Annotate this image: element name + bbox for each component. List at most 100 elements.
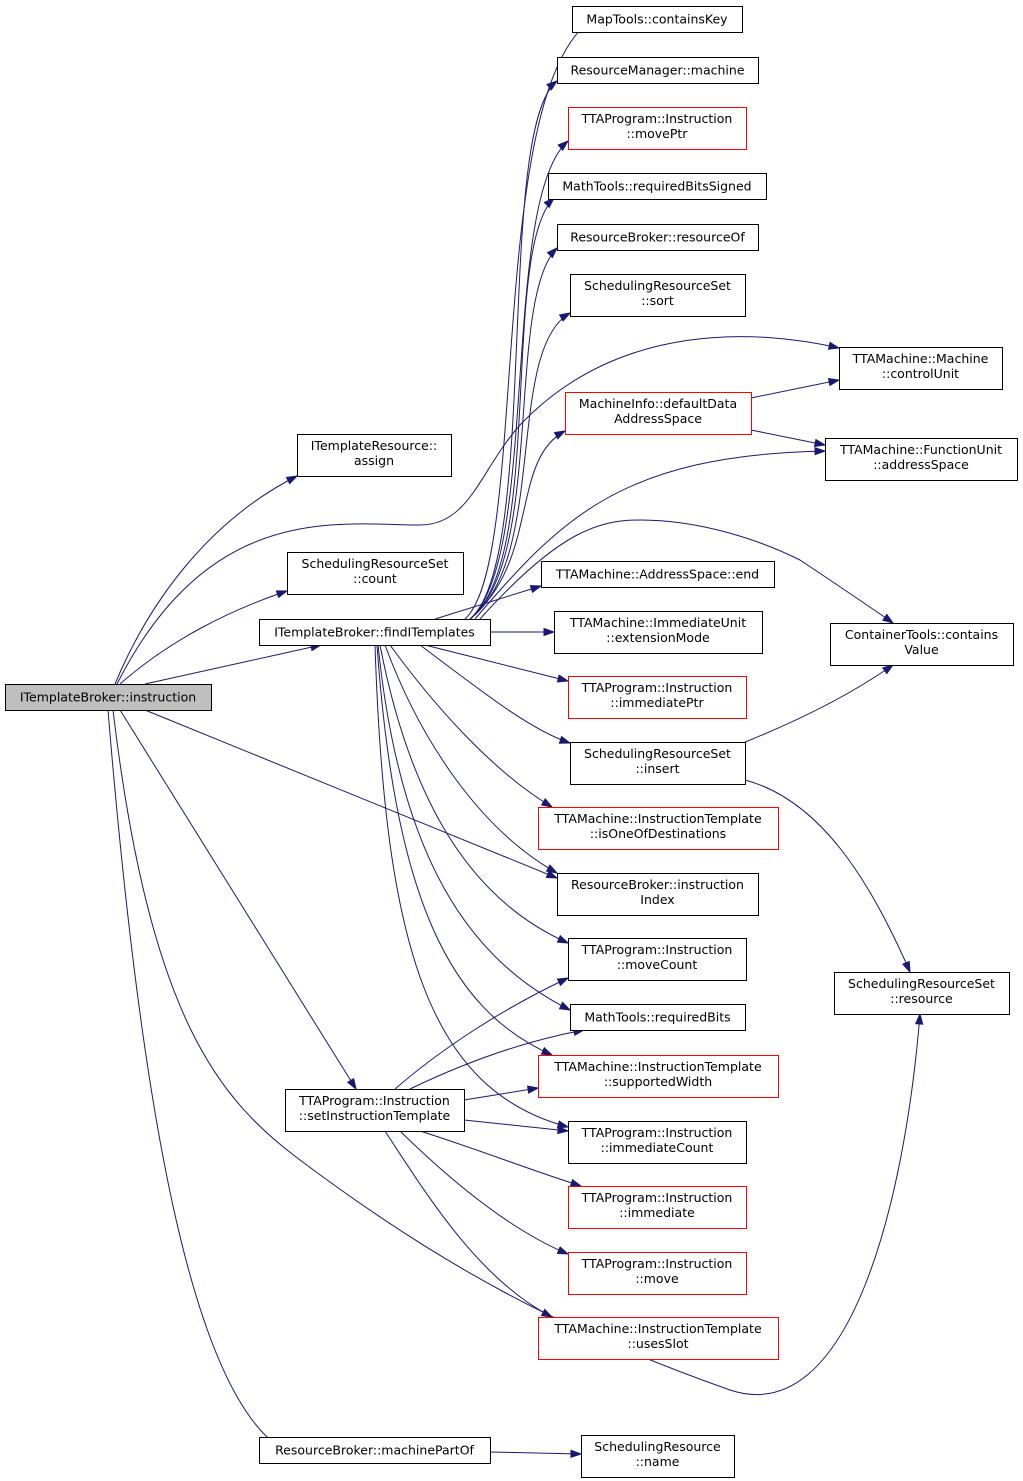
edge-line (114, 475, 298, 685)
arrowhead-icon (557, 140, 570, 152)
edge-line (469, 140, 569, 620)
node-box (581, 1435, 735, 1478)
node-label: assign (354, 453, 394, 468)
node-label: ContainerTools::contains (845, 627, 998, 642)
function-node[interactable]: TTAProgram::Instruction::setInstructionT… (285, 1089, 465, 1132)
function-node[interactable]: TTAMachine::Machine::controlUnit (839, 347, 1003, 390)
node-label: TTAProgram::Instruction (581, 111, 733, 126)
node-box (568, 1121, 747, 1164)
arrowhead-icon (543, 196, 556, 209)
call-edge (469, 196, 556, 620)
node-box (557, 224, 759, 251)
node-box (548, 173, 767, 200)
call-edge (119, 709, 357, 1091)
function-node[interactable]: ResourceBroker::resourceOf (557, 224, 759, 251)
function-node[interactable]: MapTools::containsKey (572, 6, 743, 33)
call-edge (376, 644, 554, 1056)
node-label: ::setInstructionTemplate (299, 1108, 451, 1123)
function-node[interactable]: SchedulingResourceSet::insert (570, 742, 746, 785)
node-label: ::supportedWidth (604, 1074, 712, 1089)
edge-line (389, 644, 553, 808)
node-label: ::move (635, 1271, 679, 1286)
arrowhead-icon (827, 341, 841, 350)
call-edge (389, 644, 554, 808)
call-edge (424, 644, 570, 683)
function-node[interactable]: ResourceBroker::machinePartOf (259, 1437, 491, 1464)
call-edge (399, 1130, 570, 1255)
function-node[interactable]: TTAMachine::InstructionTemplate::usesSlo… (538, 1317, 779, 1360)
arrowhead-icon (545, 870, 559, 879)
edge-line (744, 779, 911, 973)
function-node[interactable]: SchedulingResource::name (581, 1435, 735, 1478)
node-label: ITemplateBroker::findITemplates (274, 625, 475, 640)
function-node[interactable]: ITemplateBroker::findITemplates (259, 619, 491, 646)
arrowhead-icon (540, 1046, 554, 1056)
function-node[interactable]: TTAMachine::ImmediateUnit::extensionMode (554, 611, 763, 654)
function-node[interactable]: SchedulingResourceSet::count (287, 552, 464, 595)
node-box (557, 873, 759, 916)
edge-line (409, 1029, 585, 1090)
arrowhead-icon (901, 960, 911, 974)
arrowhead-icon (881, 613, 895, 624)
function-node[interactable]: TTAProgram::Instruction::movePtr (568, 107, 747, 150)
node-label: ::moveCount (617, 957, 698, 972)
edge-line (116, 336, 840, 685)
function-node[interactable]: TTAProgram::Instruction::immediate (568, 1186, 747, 1229)
edge-line (419, 1130, 582, 1187)
arrowhead-icon (557, 1125, 570, 1135)
call-edge (469, 140, 570, 620)
node-label: SchedulingResourceSet (302, 556, 449, 571)
arrowhead-icon (556, 1120, 570, 1129)
call-edge (469, 80, 559, 620)
call-edge (434, 585, 543, 620)
edge-line (112, 709, 921, 1396)
call-edge (419, 1130, 583, 1187)
edge-line (464, 20, 591, 620)
node-box (568, 938, 747, 981)
node-label: MapTools::containsKey (586, 12, 728, 27)
function-node[interactable]: MathTools::requiredBits (570, 1004, 746, 1031)
arrowhead-icon (814, 447, 827, 456)
edge-line (750, 429, 826, 446)
node-label: ResourceBroker::machinePartOf (275, 1443, 474, 1458)
call-edge (479, 519, 895, 624)
function-node[interactable]: ITemplateResource::assign (297, 434, 452, 477)
edge-line (384, 1130, 553, 1318)
function-node[interactable]: TTAProgram::Instruction::immediatePtr (568, 676, 747, 719)
function-node[interactable]: ITemplateBroker::instruction (5, 684, 212, 711)
node-label: ::sort (641, 293, 674, 308)
call-edges (107, 20, 924, 1458)
function-node[interactable]: TTAProgram::Instruction::move (568, 1252, 747, 1295)
edge-line (119, 709, 357, 1090)
call-edge (463, 1119, 570, 1135)
function-node[interactable]: TTAMachine::InstructionTemplate::isOneOf… (538, 807, 779, 850)
edge-line (376, 644, 553, 1056)
function-node[interactable]: SchedulingResourceSet::resource (834, 972, 1010, 1015)
function-node[interactable]: TTAMachine::InstructionTemplate::support… (538, 1055, 779, 1098)
node-label: ITemplateResource:: (311, 438, 437, 453)
node-label: ::immediate (619, 1205, 695, 1220)
node-label: SchedulingResourceSet (584, 746, 731, 761)
edge-line (463, 1087, 539, 1101)
node-label: Value (904, 642, 939, 657)
edge-line (144, 709, 558, 879)
function-node[interactable]: ResourceManager::machine (557, 57, 759, 84)
edge-line (463, 1119, 569, 1132)
function-node[interactable]: SchedulingResourceSet::sort (570, 274, 746, 317)
function-node[interactable]: MathTools::requiredBitsSigned (548, 173, 767, 200)
edge-line (469, 247, 558, 620)
function-nodes: ITemplateBroker::instruction ITemplateRes… (5, 6, 1018, 1478)
call-edge (490, 627, 556, 637)
call-edge (384, 1130, 554, 1318)
function-node[interactable]: TTAMachine::FunctionUnit::addressSpace (825, 438, 1018, 481)
function-node[interactable]: TTAProgram::Instruction::moveCount (568, 938, 747, 981)
node-box (297, 434, 452, 477)
function-node[interactable]: TTAMachine::AddressSpace::end (541, 561, 775, 588)
edge-line (434, 585, 542, 620)
edge-line (374, 644, 569, 1128)
arrowhead-icon (346, 1077, 357, 1091)
function-node[interactable]: TTAProgram::Instruction::immediateCount (568, 1121, 747, 1164)
